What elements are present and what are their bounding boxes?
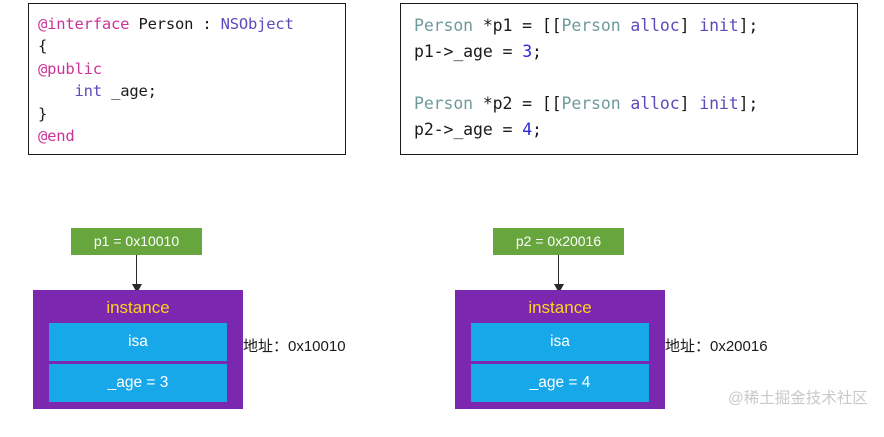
code-token: init [699, 16, 739, 35]
code-line: @interface Person : NSObject [38, 13, 345, 35]
arrow-shaft-p1 [135, 255, 138, 287]
code-token: int [74, 82, 103, 101]
code-token: @end [38, 127, 75, 146]
code-token: alloc [630, 94, 680, 113]
ivar-row-age-p1: _age = 3 [49, 364, 227, 402]
ivar-row-isa-p2: isa [471, 323, 649, 361]
code-line: { [38, 35, 345, 57]
arrow-head-p1 [131, 284, 142, 293]
code-line: p1->_age = 3; [414, 39, 857, 65]
arrow-shaft-p2 [557, 255, 560, 287]
watermark: @稀土掘金技术社区 [728, 390, 868, 407]
ivar-row-isa-p1: isa [49, 323, 227, 361]
code-token: ]; [738, 94, 759, 113]
code-line [414, 65, 857, 91]
arrow-head-p2 [553, 284, 564, 293]
code-token: @public [38, 59, 102, 78]
code-line: int _age; [38, 80, 345, 102]
code-token: NSObject [220, 15, 294, 33]
ivar-row-age-p2: _age = 4 [471, 364, 649, 402]
pointer-label-p1: p1 = 0x10010 [71, 228, 202, 255]
code-token: p1->_age = [414, 42, 523, 61]
code-token: ] [679, 94, 700, 113]
address-text-p1: 地址：0x10010 [243, 338, 346, 355]
code-token [414, 68, 424, 87]
code-block-interface-declaration: @interface Person : NSObject { @public int… [28, 3, 346, 155]
code-token: 4 [522, 120, 533, 139]
code-token: ] [679, 16, 700, 35]
code-token: _age; [101, 82, 157, 101]
code-token: Person [561, 16, 621, 35]
code-token: ; [532, 42, 542, 61]
code-line: } [38, 103, 345, 125]
code-line: Person *p2 = [[Person alloc] init]; [414, 91, 857, 117]
code-token: *p2 = [[ [473, 94, 562, 113]
code-token: 3 [522, 42, 533, 61]
code-token: Person : [138, 15, 221, 33]
code-block-instantiation: Person *p1 = [[Person alloc] init];p1->_… [400, 3, 858, 155]
code-token: p2->_age = [414, 120, 523, 139]
code-line: @end [38, 125, 345, 147]
code-token [621, 16, 631, 35]
code-token: { [38, 37, 48, 56]
code-token: Person [414, 16, 474, 35]
code-line: @public [38, 58, 345, 80]
code-line: p2->_age = 4; [414, 117, 857, 143]
code-line: Person *p1 = [[Person alloc] init]; [414, 13, 857, 39]
code-token: Person [561, 94, 621, 113]
instance-box-p2: instance isa _age = 4 [455, 290, 665, 409]
instance-box-p1: instance isa _age = 3 [33, 290, 243, 409]
instance-title-p1: instance [106, 298, 170, 317]
code-token: alloc [630, 16, 680, 35]
instance-title-p2: instance [528, 298, 592, 317]
code-token: Person [414, 94, 474, 113]
address-text-p2: 地址：0x20016 [665, 338, 768, 355]
code-token: } [38, 104, 48, 123]
code-token [621, 94, 631, 113]
pointer-label-p2: p2 = 0x20016 [493, 228, 624, 255]
code-token: ]; [738, 16, 759, 35]
code-token [38, 82, 75, 100]
code-token: ; [532, 120, 542, 139]
code-token: *p1 = [[ [473, 16, 562, 35]
code-token: init [699, 94, 739, 113]
code-token: @interface [38, 15, 139, 33]
